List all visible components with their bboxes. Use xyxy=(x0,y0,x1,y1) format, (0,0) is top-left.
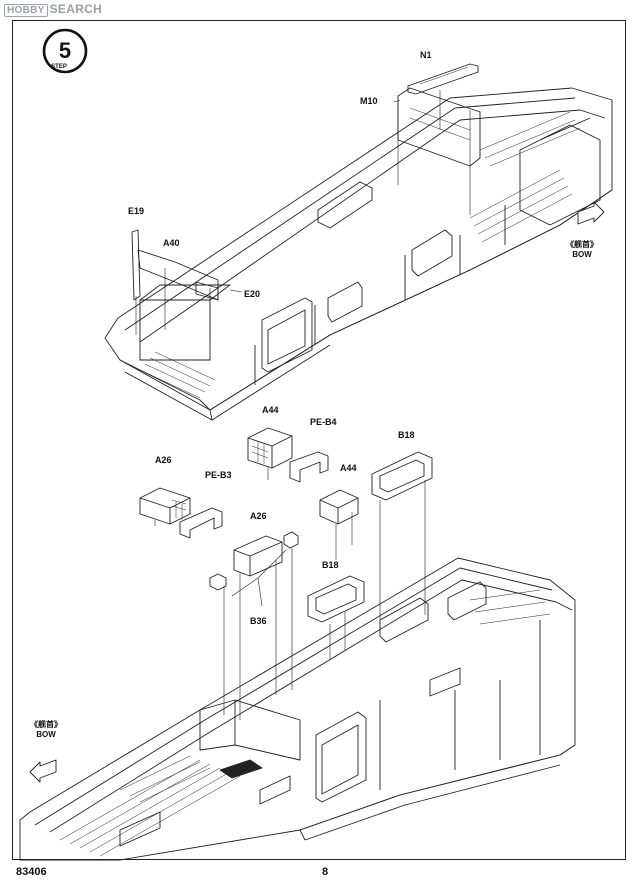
part-b18-mid xyxy=(307,575,365,623)
label-e20: E20 xyxy=(244,289,261,299)
label-b36: B36 xyxy=(250,616,267,626)
part-n1 xyxy=(407,63,479,95)
part-b18-top xyxy=(371,451,433,501)
step-word: STEP xyxy=(51,64,67,70)
step-number: 5 xyxy=(59,38,71,63)
part-e20 xyxy=(195,281,219,301)
bow-arrow-bottom xyxy=(29,759,57,783)
label-e19: E19 xyxy=(128,206,145,216)
label-a26-mid: A26 xyxy=(250,511,267,521)
label-pe-b4: PE-B4 xyxy=(310,417,337,427)
bow-bottom-en: BOW xyxy=(36,730,56,739)
kit-code: 83406 xyxy=(16,866,47,878)
label-a44-top: A44 xyxy=(262,405,279,415)
part-a26-left xyxy=(139,487,191,525)
bow-top-en: BOW xyxy=(572,250,592,259)
label-a26-left: A26 xyxy=(155,455,172,465)
label-pe-b3: PE-B3 xyxy=(205,470,232,480)
bow-label-bottom: 《舰首》 BOW xyxy=(30,720,62,740)
page-number: 8 xyxy=(322,866,329,878)
part-a44-top xyxy=(247,427,293,469)
bow-top-cn: 《舰首》 xyxy=(566,240,598,249)
lower-hull-section xyxy=(19,557,576,861)
watermark-text: SEARCH xyxy=(49,2,103,16)
label-a44-mid: A44 xyxy=(340,463,357,473)
page-frame xyxy=(12,20,626,860)
watermark-logo: HOBBY xyxy=(4,4,48,17)
label-a40: A40 xyxy=(163,238,180,248)
part-e19 xyxy=(131,229,141,301)
step-badge: 5 STEP xyxy=(42,28,88,74)
label-n1: N1 xyxy=(420,50,432,60)
part-a26-mid xyxy=(233,535,283,577)
bow-label-top: 《舰首》 BOW xyxy=(566,240,598,260)
label-b18-mid: B18 xyxy=(322,560,339,570)
label-b18-top: B18 xyxy=(398,430,415,440)
bow-arrow-top xyxy=(577,201,605,225)
part-pe-b4 xyxy=(289,451,329,483)
part-pe-b3 xyxy=(179,507,223,539)
upper-hull-section xyxy=(104,87,613,421)
bow-bottom-cn: 《舰首》 xyxy=(30,720,62,729)
part-a44-mid xyxy=(319,489,359,525)
label-m10: M10 xyxy=(360,96,378,106)
